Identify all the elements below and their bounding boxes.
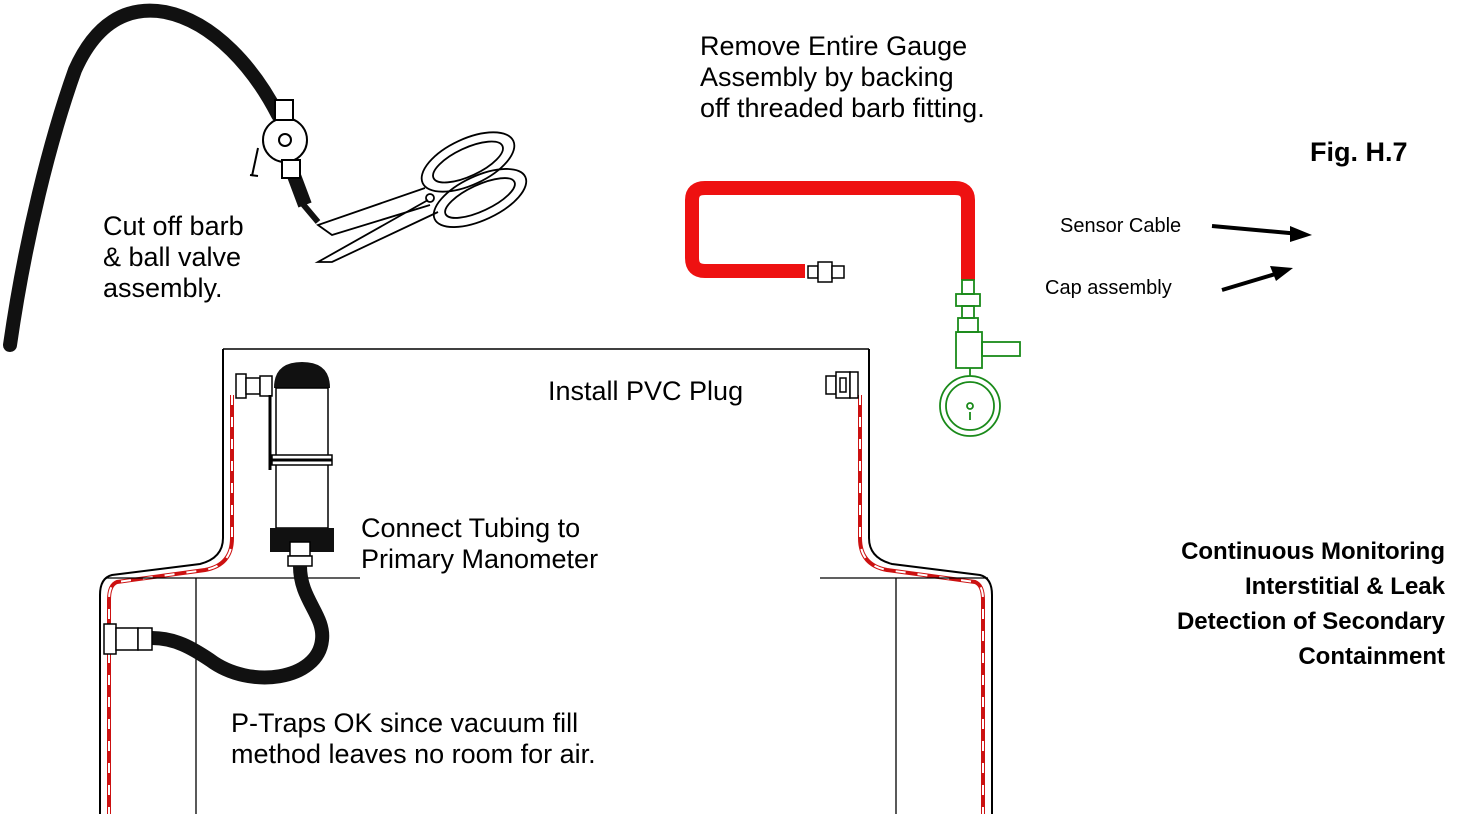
- p-traps-label: P-Traps OK since vacuum fill method leav…: [231, 708, 596, 770]
- p-traps-line-1: P-Traps OK since vacuum fill: [231, 708, 579, 738]
- left-fitting-icon: [235, 373, 273, 399]
- cap-assembly-arrow: [1221, 270, 1283, 292]
- p-traps-line-2: method leaves no room for air.: [231, 739, 596, 769]
- connect-tubing-line-2: Primary Manometer: [361, 544, 599, 574]
- caption-line-1: Continuous Monitoring: [1181, 538, 1445, 565]
- caption-line-3: Detection of Secondary: [1176, 608, 1445, 635]
- ball-valve-icon: [249, 99, 308, 179]
- remove-gauge-line-1: Remove Entire Gauge: [700, 31, 968, 61]
- caption: Continuous Monitoring Interstitial & Lea…: [1177, 534, 1445, 674]
- manometer-tubing: [103, 565, 330, 685]
- hose-with-ball-valve: [3, 3, 321, 352]
- connect-tubing-line-1: Connect Tubing to: [361, 513, 581, 543]
- barb-fitting-icon: [807, 261, 845, 283]
- gauge-assembly: [685, 181, 1021, 437]
- sensor-cable-label: Sensor Cable: [1060, 215, 1182, 237]
- tank-outline: [99, 348, 993, 814]
- remove-gauge-line-3: off threaded barb fitting.: [700, 93, 985, 123]
- install-plug-label: Install PVC Plug: [548, 376, 744, 406]
- cut-barb-line-1: Cut off barb: [103, 211, 244, 241]
- pressure-gauge-icon: [939, 279, 1021, 437]
- figure-label: Fig. H.7: [1310, 137, 1408, 167]
- lower-fitting-icon: [103, 623, 153, 655]
- sensor-cable-arrow: [1211, 224, 1301, 236]
- primary-manometer-icon: [268, 362, 334, 567]
- scissors-icon: [314, 131, 528, 263]
- remove-gauge-label: Remove Entire Gauge Assembly by backing …: [700, 31, 985, 124]
- pvc-plug-icon: [825, 371, 859, 399]
- cut-barb-line-2: & ball valve: [103, 242, 242, 272]
- connect-tubing-label: Connect Tubing to Primary Manometer: [361, 513, 598, 575]
- cap-assembly-label: Cap assembly: [1045, 277, 1172, 299]
- cut-barb-label: Cut off barb & ball valve assembly.: [103, 211, 244, 304]
- remove-gauge-line-2: Assembly by backing: [700, 62, 954, 92]
- arrows: [1211, 224, 1312, 292]
- caption-line-2: Interstitial & Leak: [1244, 573, 1445, 600]
- cut-barb-line-3: assembly.: [103, 273, 223, 303]
- caption-line-4: Containment: [1298, 643, 1445, 670]
